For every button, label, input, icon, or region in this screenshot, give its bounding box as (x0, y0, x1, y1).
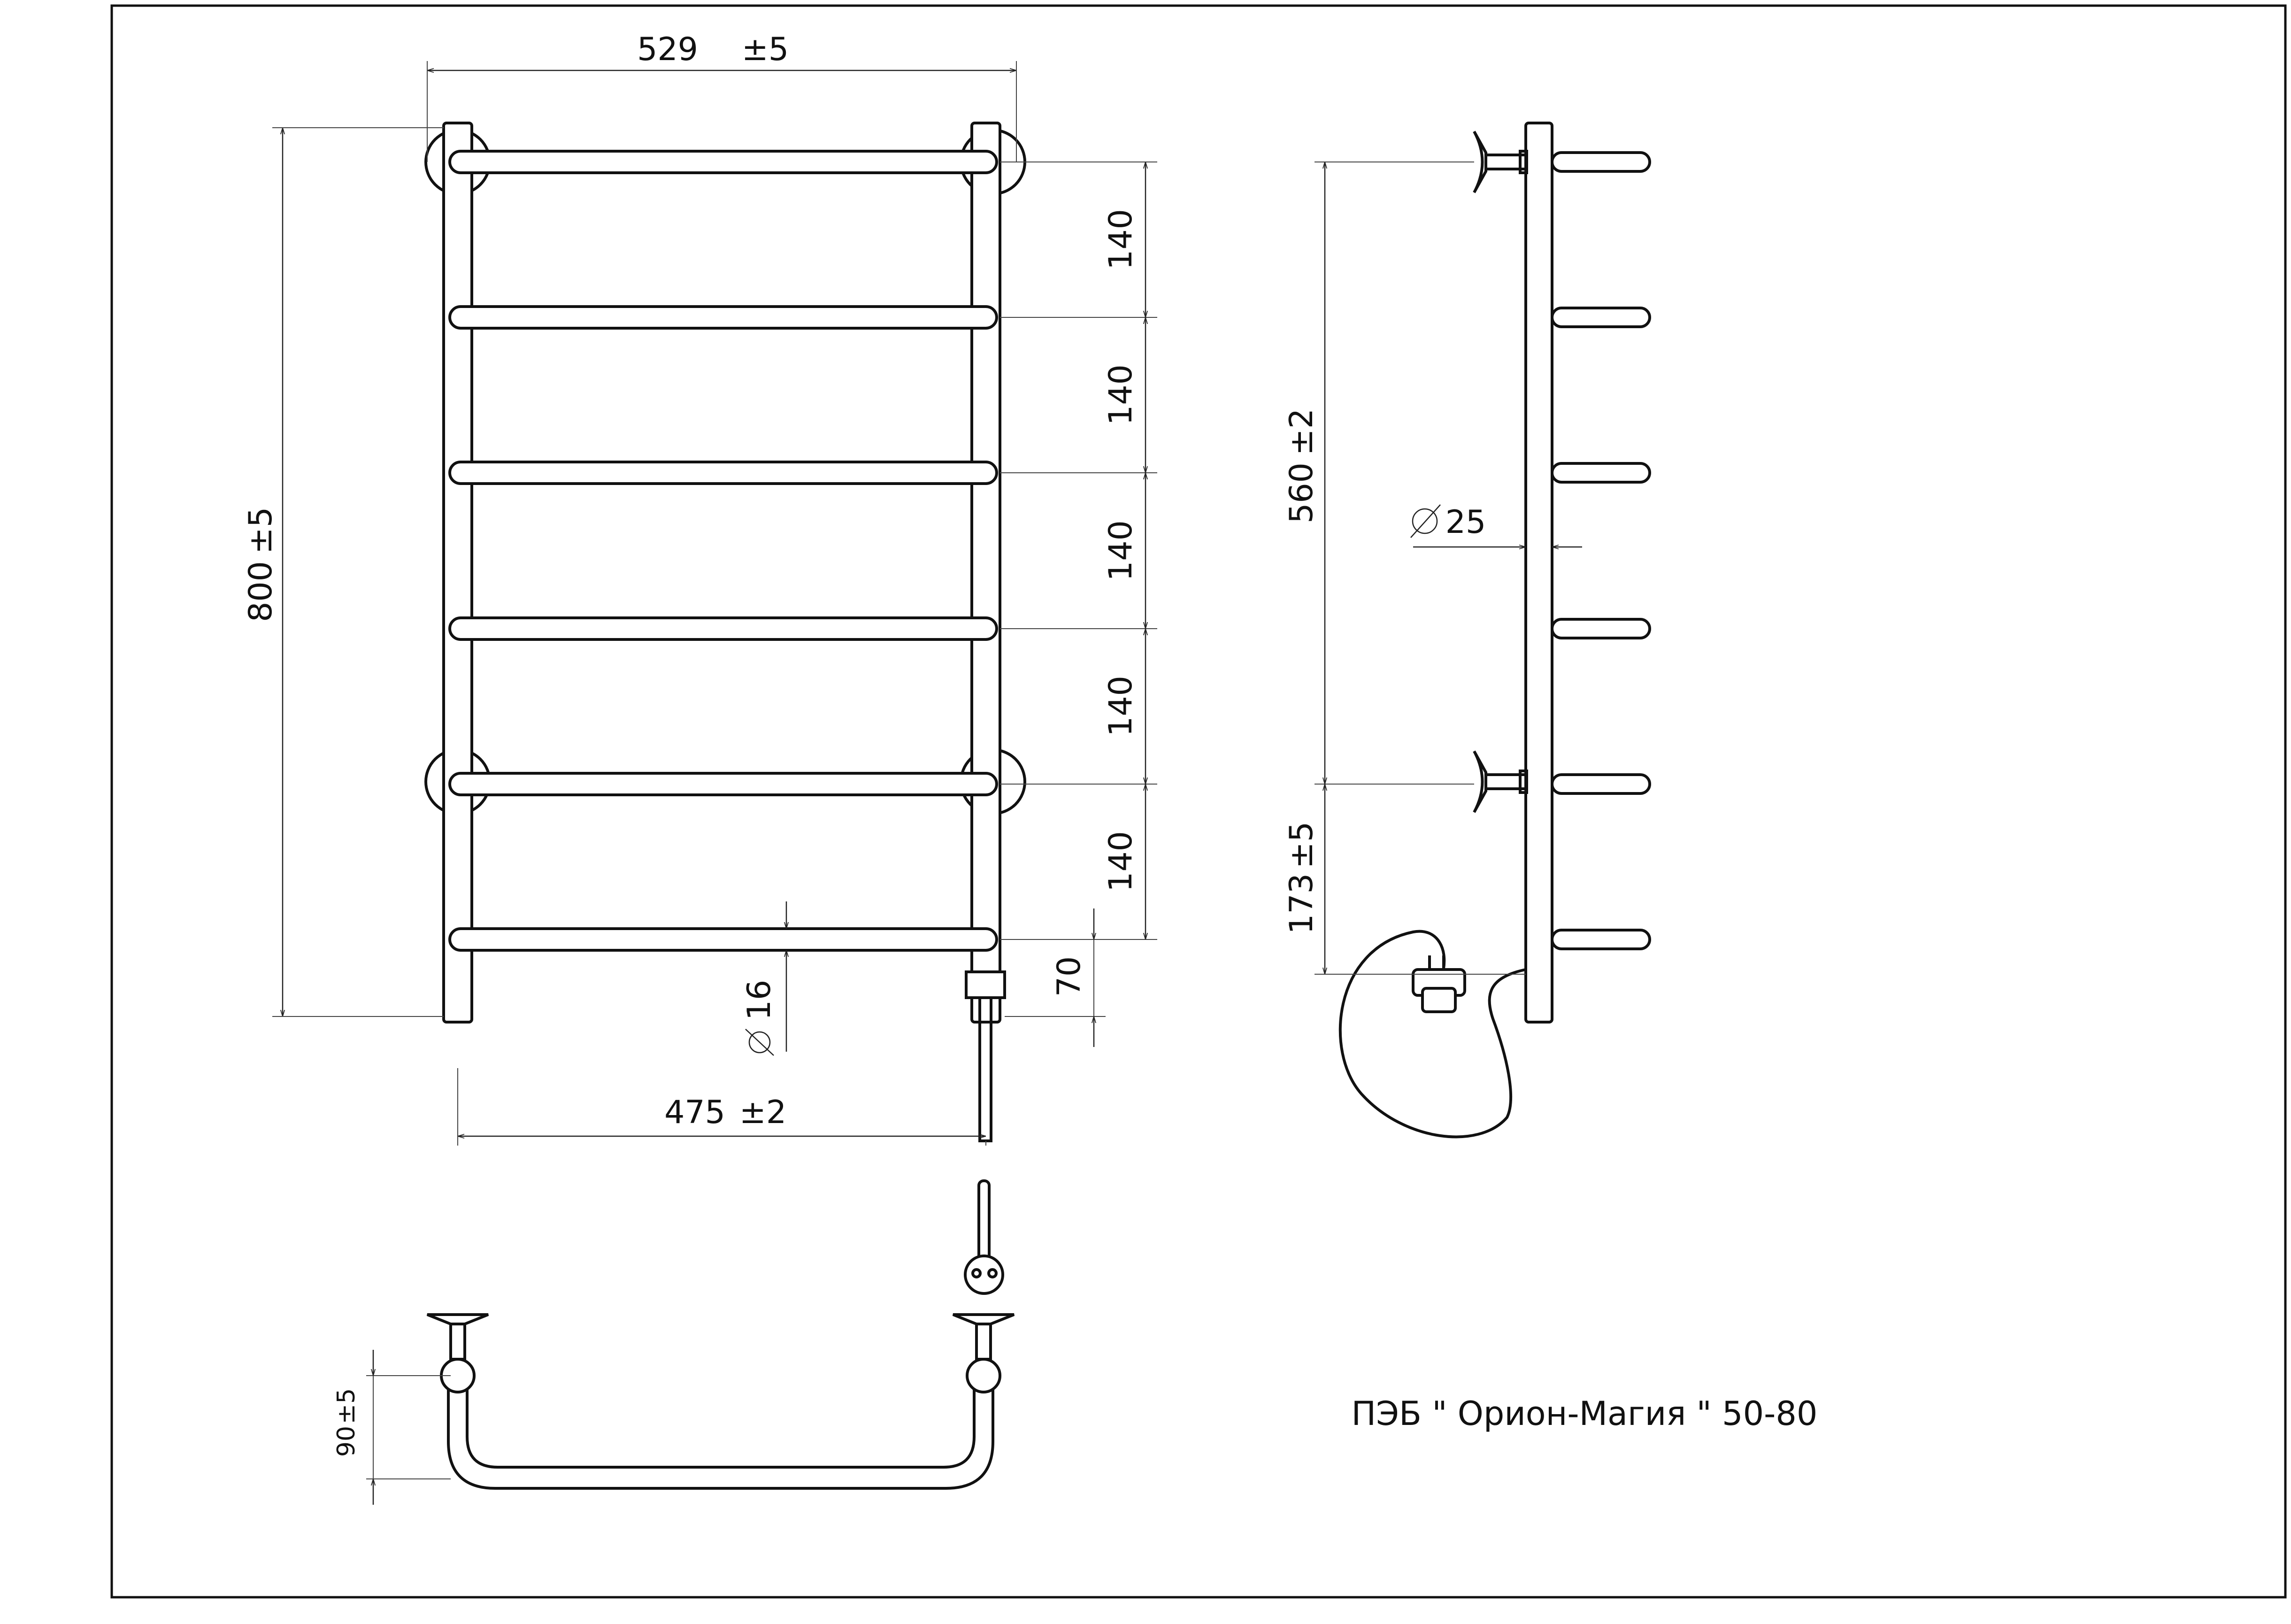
diameter-symbol-icon (748, 1031, 771, 1054)
rung-5 (448, 772, 998, 796)
side-stub-2 (1551, 307, 1651, 328)
dim-mount-spacing-label: 560 (1283, 462, 1320, 523)
u-rail-outer (447, 1378, 994, 1490)
dim-bottom-mount-tol: ±5 (1283, 822, 1320, 869)
dim-width-label: 529 (637, 31, 698, 68)
dim-axis-width-tol: ±2 (739, 1094, 786, 1131)
diameter-25-callout: 25 (1410, 504, 1486, 541)
side-view: 560 ±2 173 ±5 25 (1283, 122, 1651, 1139)
rung-2 (448, 305, 998, 330)
side-stub-5 (1551, 773, 1651, 795)
side-stub-6 (1551, 929, 1651, 950)
diameter-16-callout: 16 (741, 980, 778, 1056)
top-view: 90 ±5 (332, 1179, 1015, 1505)
upright-right (970, 122, 1001, 1024)
heater-housing (965, 970, 1006, 999)
rung-1 (448, 150, 998, 174)
rung-6 (448, 927, 998, 952)
dim-bar-diameter-label: 16 (741, 980, 778, 1021)
rung-3 (448, 461, 998, 485)
side-rung-stubs (1551, 151, 1651, 950)
dim-height-label: 800 (242, 561, 279, 622)
power-cord (1338, 930, 1526, 1139)
dim-depth-tol: ±5 (332, 1388, 361, 1424)
dim-bottom-offset-label: 70 (1051, 956, 1088, 997)
dim-height-tol: ±5 (242, 507, 279, 554)
dim-bottom-mount-label: 173 (1283, 873, 1320, 934)
dim-mount-spacing-tol: ±2 (1283, 408, 1320, 455)
rung-4 (448, 616, 998, 641)
dim-pipe-diameter-label: 25 (1445, 504, 1486, 541)
top-mount-right (952, 1179, 1015, 1393)
diameter-symbol-icon-2 (1412, 508, 1438, 534)
side-stub-3 (1551, 462, 1651, 484)
spacing-label-1: 140 (1102, 209, 1139, 270)
drawing-frame (110, 4, 2287, 1599)
dim-axis-width-label: 475 (664, 1094, 725, 1131)
u-rail-inner (466, 1378, 976, 1469)
spacing-label-2: 140 (1102, 364, 1139, 425)
spacing-dims: 140 140 140 140 140 (1000, 162, 1157, 940)
side-pipe (1524, 122, 1553, 1024)
dim-depth-label: 90 (332, 1426, 361, 1457)
side-stub-4 (1551, 618, 1651, 639)
side-stub-1 (1551, 151, 1651, 173)
spacing-label-4: 140 (1102, 676, 1139, 737)
rungs (448, 150, 998, 952)
wall-mount-bottom (1473, 750, 1528, 813)
plug-icon (1412, 955, 1466, 1013)
spacing-label-5: 140 (1102, 831, 1139, 892)
spacing-label-3: 140 (1102, 520, 1139, 581)
top-mount-left (426, 1313, 489, 1393)
drawing-title: ПЭБ " Орион-Магия " 50-80 (1352, 1394, 1818, 1433)
wall-mount-top (1473, 131, 1528, 193)
upright-left (442, 122, 473, 1024)
front-view: 529 ±5 800 ±5 140 140 140 140 140 (242, 31, 1157, 1146)
top-heater-head (964, 1255, 1004, 1295)
dim-width-tol: ±5 (742, 31, 789, 68)
